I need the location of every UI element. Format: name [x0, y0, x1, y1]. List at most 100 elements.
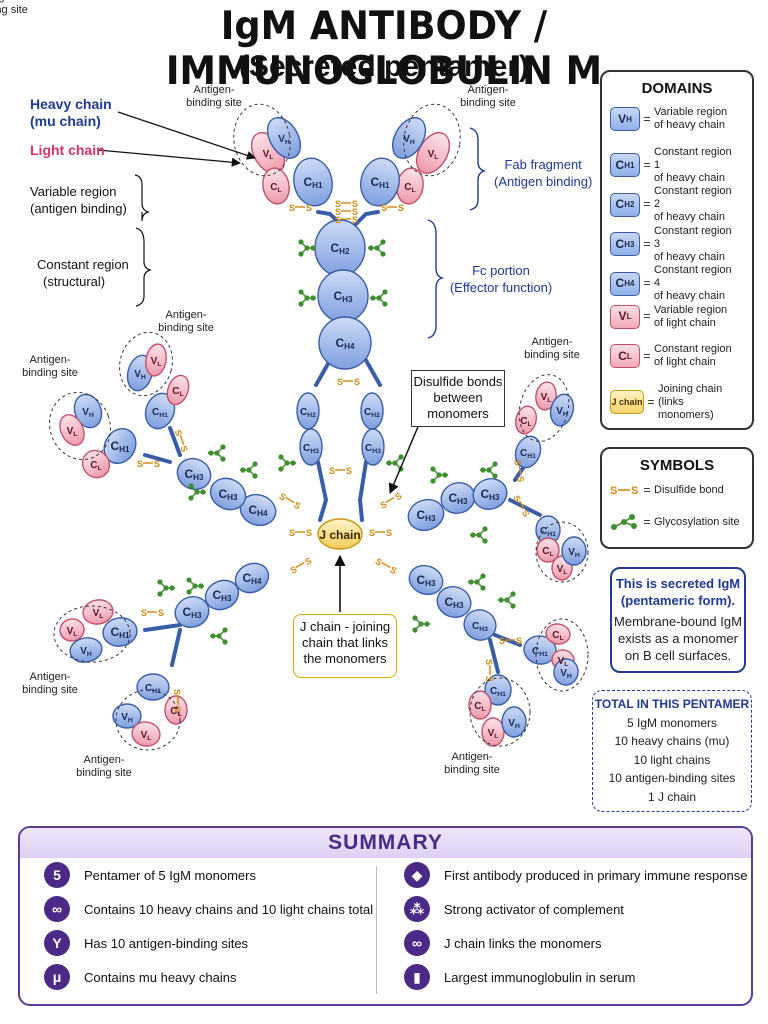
domain-eq: =: [643, 236, 651, 251]
glyco-sugar: [482, 526, 488, 532]
light-chain-cl: [514, 405, 538, 435]
glyco-sugar: [474, 579, 480, 585]
summary-item-text: First antibody produced in primary immun…: [444, 867, 748, 883]
light-chain-vl: [145, 343, 167, 377]
antigen-site-label: Antigen-: [532, 336, 573, 348]
summary-item-icon: ▮: [404, 964, 430, 990]
glyco-sugar: [298, 251, 304, 257]
domain-label: VL: [541, 392, 552, 404]
glyco-sugar: [412, 615, 418, 621]
domain-label: CH2: [364, 407, 380, 419]
summary-item-text: Strong activator of complement: [444, 901, 624, 917]
antigen-site-label: binding site: [76, 767, 132, 779]
secreted-note: This is secreted IgM (pentameric form). …: [610, 567, 746, 673]
domain-label: CH1: [490, 686, 506, 698]
ss-letter: S: [289, 528, 295, 538]
ss-letter: S: [511, 493, 523, 503]
disulfide-callout-line2: between: [433, 390, 483, 405]
glyco-sugar: [214, 450, 220, 456]
glyco-sugar: [298, 289, 304, 295]
domain-symbol: V: [618, 309, 627, 323]
summary-item-text: Pentamer of 5 IgM monomers: [84, 867, 256, 883]
domain-desc-line2: of light chain: [654, 356, 716, 368]
glyco-sugar: [510, 603, 516, 609]
domain-label: CH3: [333, 289, 353, 304]
fab-title: Fab fragment: [504, 157, 582, 172]
antigen-site-outline: [535, 618, 589, 692]
summary-item-icon: ∞: [404, 930, 430, 956]
constant-region-sub: (structural): [43, 274, 106, 289]
hinge-chain: [143, 453, 172, 464]
ss-letter: S: [352, 207, 358, 217]
domain-label: CL: [270, 182, 281, 194]
hinge-chain: [357, 460, 368, 522]
disulfide-callout-arrow: [388, 421, 421, 494]
ss-line: [518, 500, 526, 510]
glyco-sugar: [220, 444, 226, 450]
heavy-chain-ch1: [360, 157, 400, 207]
constant-region-title: Constant region: [37, 257, 129, 272]
glycosylation-site: [468, 573, 486, 591]
domain-symbol: V: [618, 111, 627, 126]
light-chain-cl: [468, 690, 492, 720]
ss-line: [381, 561, 391, 569]
antigen-site-label: binding site: [460, 97, 516, 109]
ss-letter: S: [398, 203, 404, 213]
glyco-sugar: [368, 245, 374, 251]
glyco-sugar: [246, 467, 252, 473]
svg-text:S: S: [631, 485, 638, 497]
antigen-site-outline: [53, 605, 131, 663]
glycosylation-site: [208, 444, 226, 462]
summary-title: SUMMARY: [20, 828, 751, 858]
light-chain-vl: [131, 721, 161, 747]
secreted-note-line1: This is secreted IgM: [615, 576, 741, 591]
glycosylation-site: [298, 289, 316, 307]
domain-label: CH3: [448, 491, 468, 506]
domain-label: VH: [568, 547, 580, 559]
hinge-chain: [168, 426, 182, 457]
domain-label: VH: [134, 369, 146, 381]
domain-symbol: C: [618, 348, 627, 363]
disulfide-callout-line3: monomers: [427, 406, 489, 421]
glyco-sugar: [380, 251, 386, 257]
constant-region-bracket: [135, 227, 152, 307]
hinge-chain: [488, 638, 500, 674]
domain-label: CH3: [444, 595, 464, 610]
ss-line: [518, 464, 522, 476]
symbols-panel: SYMBOLS S S = Disulfide bond = Glycosyla…: [600, 447, 754, 549]
glyco-sugar: [370, 295, 376, 301]
domain-label: CL: [520, 416, 531, 428]
fc-title: Fc portion: [472, 263, 530, 278]
glyco-sugar: [304, 245, 310, 251]
glyco-sugar: [492, 461, 498, 467]
domain-label: VH: [508, 718, 520, 730]
domain-label: CH1: [520, 448, 536, 460]
disulfide-bond: SS: [511, 493, 531, 518]
heavy-chain-vh: [391, 117, 427, 159]
domain-desc-line2: of light chain: [654, 316, 716, 329]
ss-letter: S: [393, 491, 403, 503]
svg-text:S: S: [610, 485, 617, 497]
glyco-sugar: [208, 450, 214, 456]
domain-label: CL: [90, 460, 101, 472]
domain-label: CH4: [248, 503, 268, 518]
ss-letter: S: [154, 459, 160, 469]
domain-eq: =: [643, 111, 651, 126]
glyco-sugar: [376, 295, 382, 301]
ss-letter: S: [178, 444, 189, 453]
glyco-sugar: [252, 461, 258, 467]
domain-label: CH3: [480, 487, 500, 502]
glycosylation-site: [188, 483, 206, 501]
disulfide-bond: SS: [277, 491, 302, 511]
glyco-sugar: [310, 245, 316, 251]
variable-region-title: Variable region: [30, 184, 117, 199]
domain-label: VL: [141, 730, 152, 742]
domain-label: CH1: [370, 175, 390, 190]
domain-desc-line2: of heavy chain: [654, 290, 725, 302]
